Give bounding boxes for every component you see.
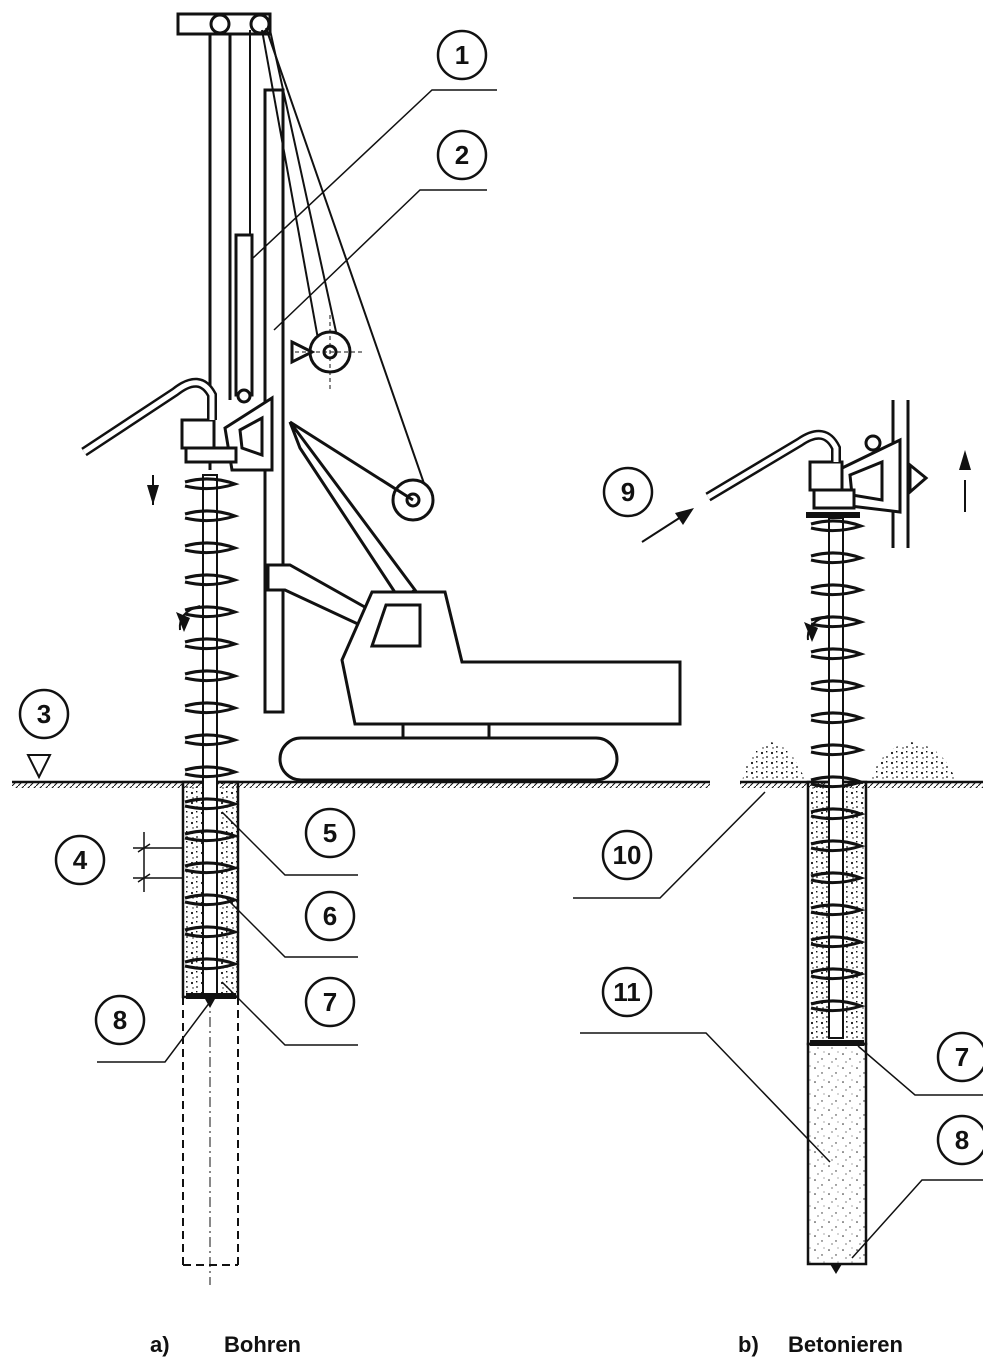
callout-1-label: 1 — [455, 40, 469, 70]
auger-flight — [184, 797, 240, 811]
callout-7b: 7 — [936, 1031, 983, 1083]
auger-flight — [810, 711, 866, 725]
auger-flight — [184, 541, 240, 555]
callout-7a: 7 — [304, 976, 356, 1028]
caption-a-text: Bohren — [224, 1332, 301, 1357]
drilling-rig — [81, 12, 682, 782]
callout-6-label: 6 — [323, 901, 337, 931]
auger-flight — [810, 807, 866, 821]
callout-10-label: 10 — [613, 840, 642, 870]
callout-7a-label: 7 — [323, 987, 337, 1017]
callout-8b: 8 — [936, 1114, 983, 1166]
auger-a — [176, 474, 240, 1285]
auger-flight — [184, 477, 240, 491]
caption-a-letter: a) — [150, 1332, 170, 1357]
auger-flight — [184, 893, 240, 907]
auger-flight — [184, 957, 240, 971]
auger-flight — [810, 903, 866, 917]
auger-flight — [184, 701, 240, 715]
auger-flight — [184, 765, 240, 779]
auger-flight — [184, 733, 240, 747]
auger-b — [804, 517, 868, 1274]
auger-flight — [184, 829, 240, 843]
ground-level-marker — [26, 754, 52, 780]
auger-flight — [810, 967, 866, 981]
callout-3-label: 3 — [37, 699, 51, 729]
callout-2: 2 — [436, 129, 488, 181]
callout-7b-label: 7 — [955, 1042, 969, 1072]
callout-4-label: 4 — [73, 845, 88, 875]
callout-11-label: 11 — [613, 977, 641, 1007]
auger-flight — [810, 839, 866, 853]
leader-lines — [97, 89, 983, 1259]
auger-flight — [810, 935, 866, 949]
callout-10: 10 — [601, 829, 653, 881]
auger-flight — [184, 669, 240, 683]
auger-flight — [810, 647, 866, 661]
auger-flight — [810, 743, 866, 757]
flight-pitch-dimension — [133, 832, 182, 892]
callout-8a-label: 8 — [113, 1005, 127, 1035]
callout-9: 9 — [602, 466, 654, 518]
callout-5-label: 5 — [323, 818, 337, 848]
auger-flight — [184, 925, 240, 939]
spoil-heaps — [742, 742, 958, 782]
caption-b-text: Betonieren — [788, 1332, 903, 1357]
auger-flight — [184, 573, 240, 587]
auger-flight — [810, 551, 866, 565]
rotary-head-b — [641, 400, 971, 548]
auger-flight — [184, 861, 240, 875]
callout-5: 5 — [304, 807, 356, 859]
callout-8b-label: 8 — [955, 1125, 969, 1155]
auger-flight — [184, 605, 240, 619]
auger-flight — [810, 583, 866, 597]
callout-8a: 8 — [94, 994, 146, 1046]
auger-flight — [810, 679, 866, 693]
callout-11: 11 — [601, 966, 653, 1018]
callout-1: 1 — [436, 29, 488, 81]
callout-4: 4 — [54, 834, 106, 886]
auger-flight — [810, 999, 866, 1013]
auger-flight — [810, 871, 866, 885]
auger-flight — [184, 509, 240, 523]
auger-flight — [810, 519, 866, 533]
caption-b-letter: b) — [738, 1332, 759, 1357]
auger-flight — [184, 637, 240, 651]
callout-2-label: 2 — [455, 140, 469, 170]
callout-9-label: 9 — [621, 477, 635, 507]
callout-6: 6 — [304, 890, 356, 942]
auger-flight — [810, 775, 866, 789]
callout-3: 3 — [18, 688, 70, 740]
